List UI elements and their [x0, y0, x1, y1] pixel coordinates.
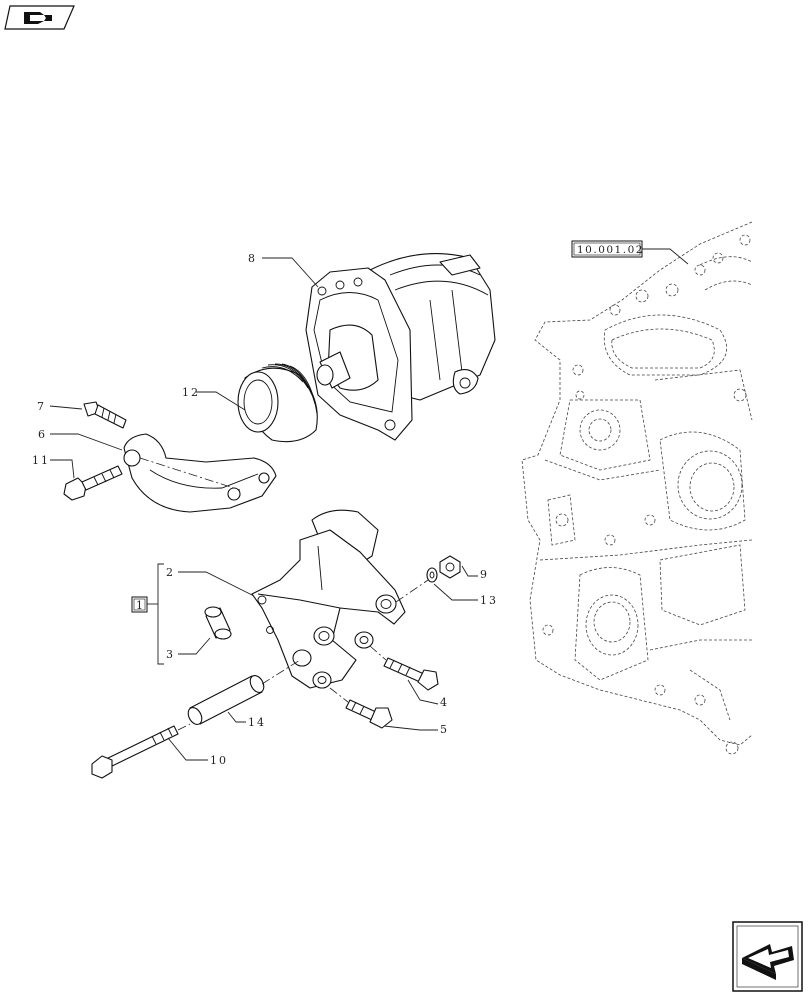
callout-5: 5 — [440, 723, 449, 736]
alternator — [305, 253, 496, 441]
bolt-4 — [383, 657, 439, 691]
support-bracket — [123, 433, 277, 513]
callout-9: 9 — [480, 568, 489, 581]
engine-block-ghost — [521, 221, 753, 755]
bolt-7 — [83, 401, 127, 429]
callout-2: 2 — [166, 566, 175, 579]
next-page-arrow-icon[interactable] — [732, 921, 803, 992]
callout-8: 8 — [248, 252, 257, 265]
callout-14: 14 — [248, 716, 266, 729]
callout-11: 11 — [32, 454, 50, 467]
callout-3: 3 — [166, 648, 175, 661]
washer-13 — [426, 567, 438, 583]
pulley — [237, 363, 318, 443]
bolt-10 — [91, 725, 179, 779]
nut-9 — [439, 555, 461, 579]
callout-13: 13 — [480, 594, 498, 607]
sleeve-14 — [187, 675, 265, 725]
callout-12: 12 — [182, 386, 200, 399]
bolt-5 — [345, 699, 393, 729]
callout-7: 7 — [37, 400, 46, 413]
reference-box[interactable]: 10.001.02 — [571, 240, 644, 258]
spacer — [204, 606, 232, 640]
reference-box-label: 10.001.02 — [577, 244, 644, 256]
bolt-11 — [63, 465, 123, 501]
group-label: 1 — [136, 599, 145, 612]
callout-6: 6 — [38, 428, 47, 441]
book-nav-icon[interactable] — [4, 5, 75, 30]
callout-4: 4 — [440, 696, 449, 709]
mounting-bracket — [251, 509, 406, 689]
callout-10: 10 — [210, 754, 228, 767]
group-bracket: 1 — [131, 563, 164, 665]
